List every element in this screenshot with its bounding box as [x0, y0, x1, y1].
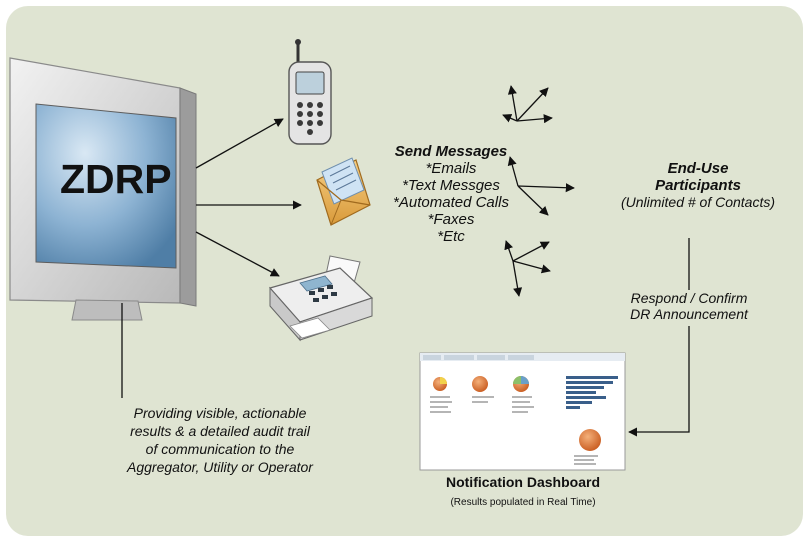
cell-phone-icon [288, 39, 332, 145]
participants-block: End-Use Participants (Unlimited # of Con… [592, 160, 804, 210]
fax-machine-icon [268, 255, 374, 342]
providing-line: results & a detailed audit trail [130, 423, 310, 439]
providing-block: Providing visible, actionable results & … [100, 404, 340, 476]
send-messages-item: *Text Messges [402, 177, 500, 194]
send-messages-block: Send Messages *Emails *Text Messges *Aut… [376, 143, 526, 245]
dashboard-title: Notification Dashboard [445, 474, 600, 490]
upper-arrow-burst [502, 85, 553, 124]
monitor-icon [9, 57, 197, 321]
email-envelope-icon [316, 157, 371, 226]
respond-line2: DR Announcement [630, 306, 748, 322]
send-messages-item: *Etc [437, 228, 465, 245]
send-messages-title: Send Messages [394, 143, 508, 160]
participants-subtitle: (Unlimited # of Contacts) [620, 194, 776, 210]
middle-arrow-burst [507, 156, 575, 216]
monitor-label: ZDRP [60, 156, 172, 202]
providing-line: of communication to the [145, 441, 295, 457]
providing-line: Providing visible, actionable [133, 405, 307, 421]
send-messages-item: *Automated Calls [393, 194, 509, 211]
respond-line1: Respond / Confirm [630, 290, 748, 306]
send-messages-item: *Faxes [427, 211, 475, 228]
dashboard-thumbnail [419, 352, 626, 471]
participants-title-line1: End-Use [667, 160, 729, 177]
lower-arrow-burst [504, 240, 551, 297]
send-messages-item: *Emails [425, 160, 477, 177]
providing-line: Aggregator, Utility or Operator [127, 459, 313, 475]
dashboard-subtitle: (Results populated in Real Time) [450, 497, 596, 508]
respond-block: Respond / Confirm DR Announcement [614, 290, 764, 322]
participants-title-line2: Participants [655, 177, 741, 194]
